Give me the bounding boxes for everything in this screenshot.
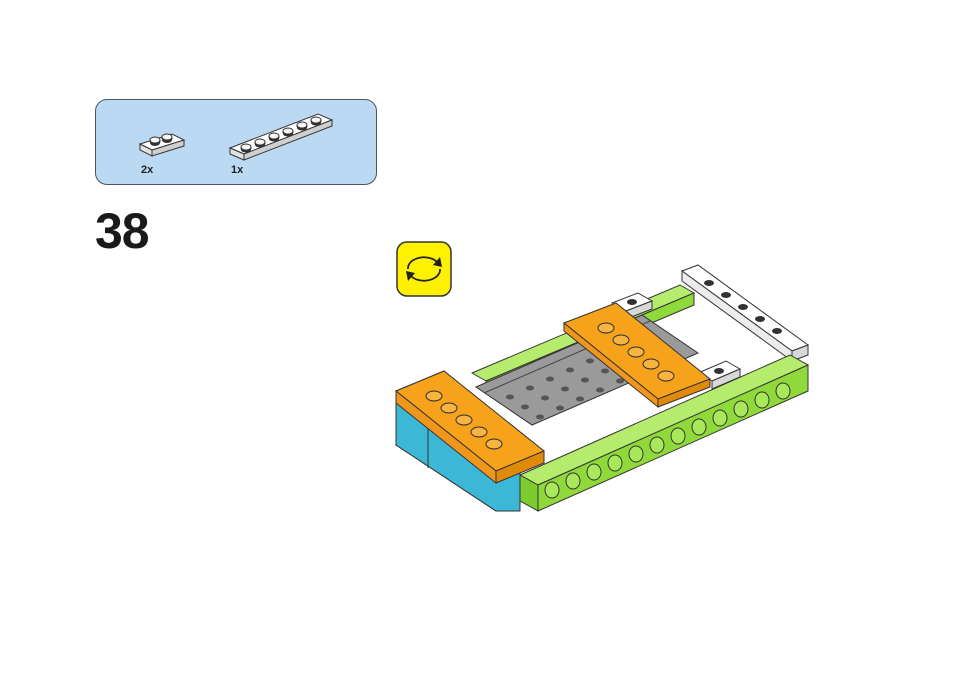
white-1x6-plate-icon	[228, 113, 334, 161]
part-quantity: 2x	[141, 164, 154, 176]
white-1x2-plate	[696, 360, 742, 390]
orange-plate-front	[395, 370, 545, 485]
step-number: 38	[95, 203, 150, 259]
parts-callout: 2x 1x	[95, 99, 377, 185]
rotate-model-icon	[396, 241, 452, 297]
orange-plate-middle	[563, 302, 711, 409]
white-1x6-plate-back	[680, 264, 810, 362]
lime-beam-front	[518, 354, 810, 512]
white-1x2-plate-icon	[138, 133, 186, 157]
part-quantity: 1x	[231, 164, 244, 176]
assembled-model	[394, 264, 810, 512]
